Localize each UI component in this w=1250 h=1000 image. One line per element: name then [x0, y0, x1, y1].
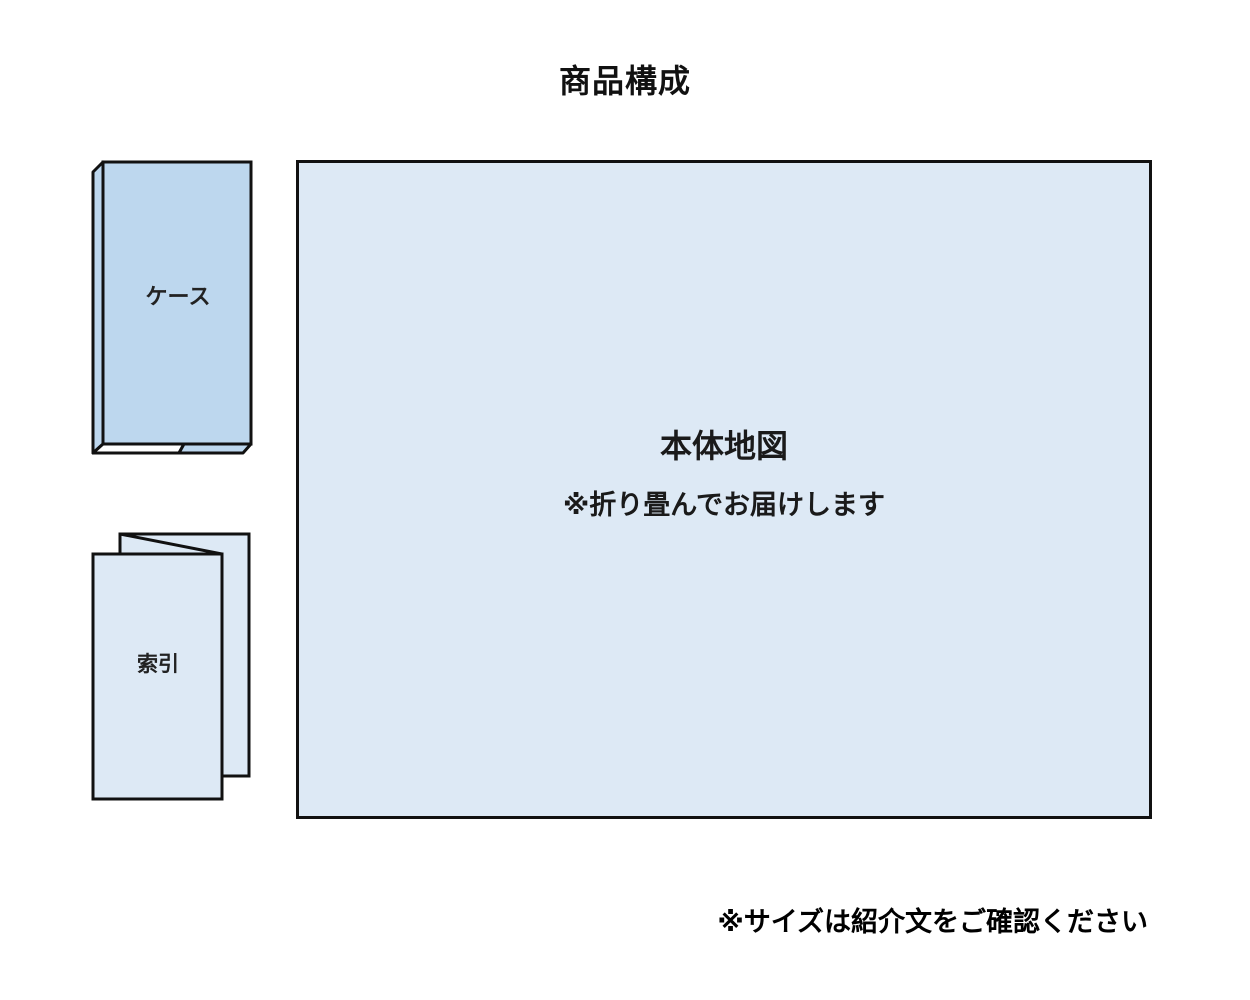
main-map-panel: 本体地図 ※折り畳んでお届けします — [296, 160, 1152, 819]
case-illustration — [91, 160, 253, 455]
index-illustration — [91, 532, 251, 801]
main-map-note: ※折り畳んでお届けします — [563, 490, 885, 521]
case-label: ケース — [145, 285, 211, 310]
index-label: 索引 — [137, 652, 179, 676]
main-map-label: 本体地図 — [659, 427, 788, 465]
page-title: 商品構成 — [558, 62, 691, 100]
size-note: ※サイズは紹介文をご確認ください — [717, 907, 1148, 938]
